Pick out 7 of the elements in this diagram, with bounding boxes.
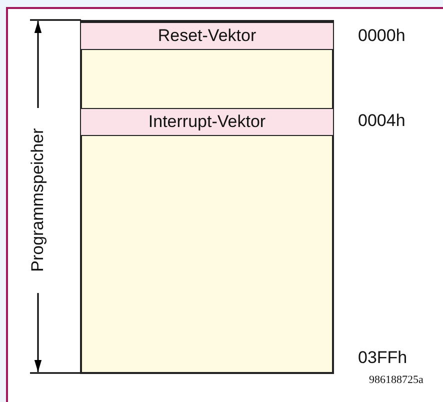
address-label: 0004h [358,111,406,131]
address-label: 0000h [358,26,406,46]
address-label: 03FFh [358,348,408,368]
memory-block [80,20,334,374]
figure-number: 986188725a [369,374,424,386]
memory-row: Reset-Vektor [80,22,334,50]
memory-row: Interrupt-Vektor [80,108,334,136]
